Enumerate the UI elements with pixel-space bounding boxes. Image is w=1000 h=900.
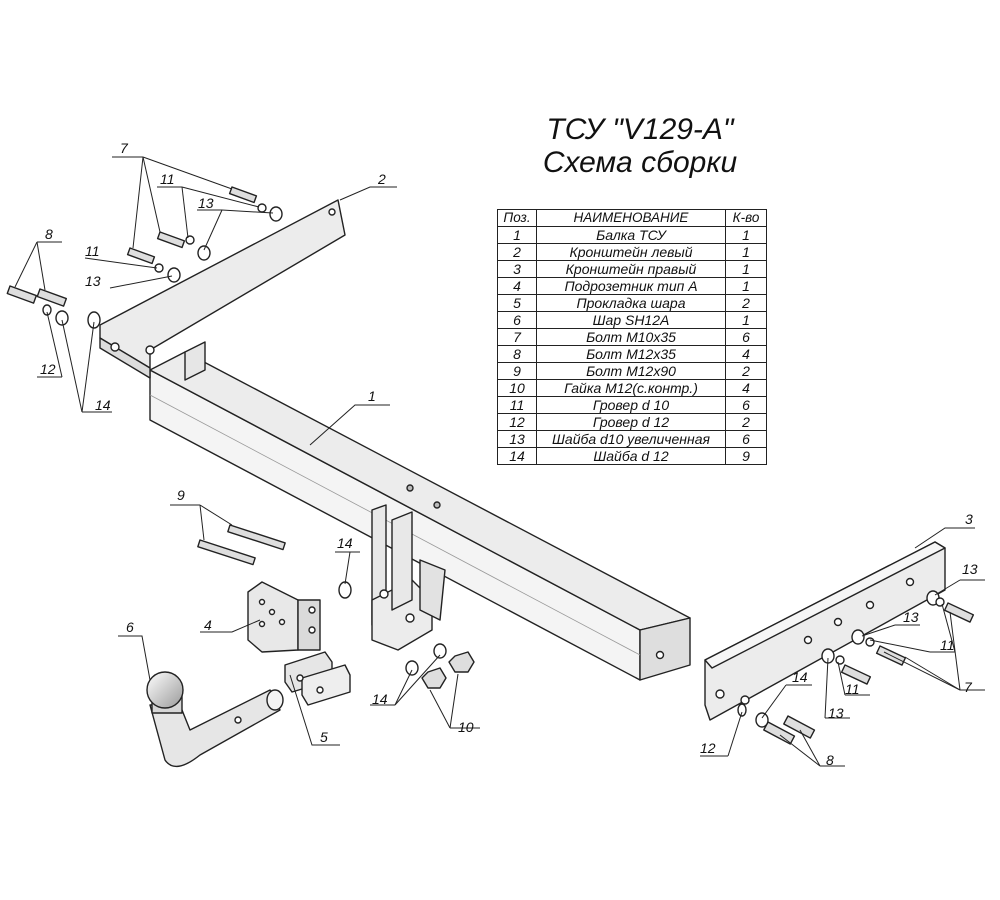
callout-8-right: 8 [826, 752, 834, 768]
diagram-subtitle: Схема сборки [542, 146, 738, 179]
row-name: Кронштейн левый [536, 243, 726, 261]
callout-7-right: 7 [964, 679, 973, 695]
callout-9: 9 [177, 487, 185, 503]
callout-8: 8 [45, 226, 53, 242]
callout-14: 14 [95, 397, 111, 413]
callout-7: 7 [120, 140, 129, 156]
left-bracket [99, 199, 346, 379]
callout-13-right-b: 13 [903, 609, 919, 625]
callout-14-right: 14 [792, 669, 808, 685]
right-bracket [704, 541, 946, 721]
callout-11-right: 11 [940, 637, 955, 653]
tow-beam [149, 341, 691, 681]
callout-14-c: 14 [372, 691, 388, 707]
callout-11: 11 [160, 171, 175, 187]
diagram-title: ТСУ "V129-A" [546, 113, 734, 146]
callout-3: 3 [965, 511, 973, 527]
row-qty: 9 [725, 447, 767, 465]
leader-lines [14, 156, 985, 767]
row-name: Болт М12х90 [536, 362, 726, 380]
callout-13-b: 13 [85, 273, 101, 289]
row-pos: 11 [497, 396, 537, 414]
callout-10: 10 [458, 719, 474, 735]
ball-spacers [284, 651, 351, 706]
callout-12: 12 [40, 361, 56, 377]
callout-11-right-b: 11 [845, 681, 860, 697]
callout-4: 4 [204, 617, 212, 633]
callout-6: 6 [126, 619, 134, 635]
tow-ball [146, 671, 284, 768]
parts-table-header: Поз. НАИМЕНОВАНИЕ К-во [497, 209, 767, 227]
row-name: Гайка М12(с.контр.) [536, 379, 726, 397]
row-name: Прокладка шара [536, 294, 726, 312]
callout-5: 5 [320, 729, 328, 745]
callout-13: 13 [198, 195, 214, 211]
callout-2: 2 [377, 171, 386, 187]
socket-plate [247, 581, 321, 653]
callout-12-right: 12 [700, 740, 716, 756]
row-name: Шар SH12A [536, 311, 726, 329]
callout-labels: 1 2 3 4 5 6 7 7 8 8 9 10 11 11 11 11 12 … [40, 140, 978, 768]
row-name: Подрозетник тип А [536, 277, 726, 295]
callout-13-right: 13 [962, 561, 978, 577]
header-pos: Поз. [497, 209, 537, 227]
callout-13-right-c: 13 [828, 705, 844, 721]
callout-1: 1 [368, 388, 376, 404]
callout-11-b: 11 [85, 243, 100, 259]
row-qty: 2 [725, 294, 767, 312]
fasteners [6, 186, 975, 745]
callout-14-b: 14 [337, 535, 353, 551]
